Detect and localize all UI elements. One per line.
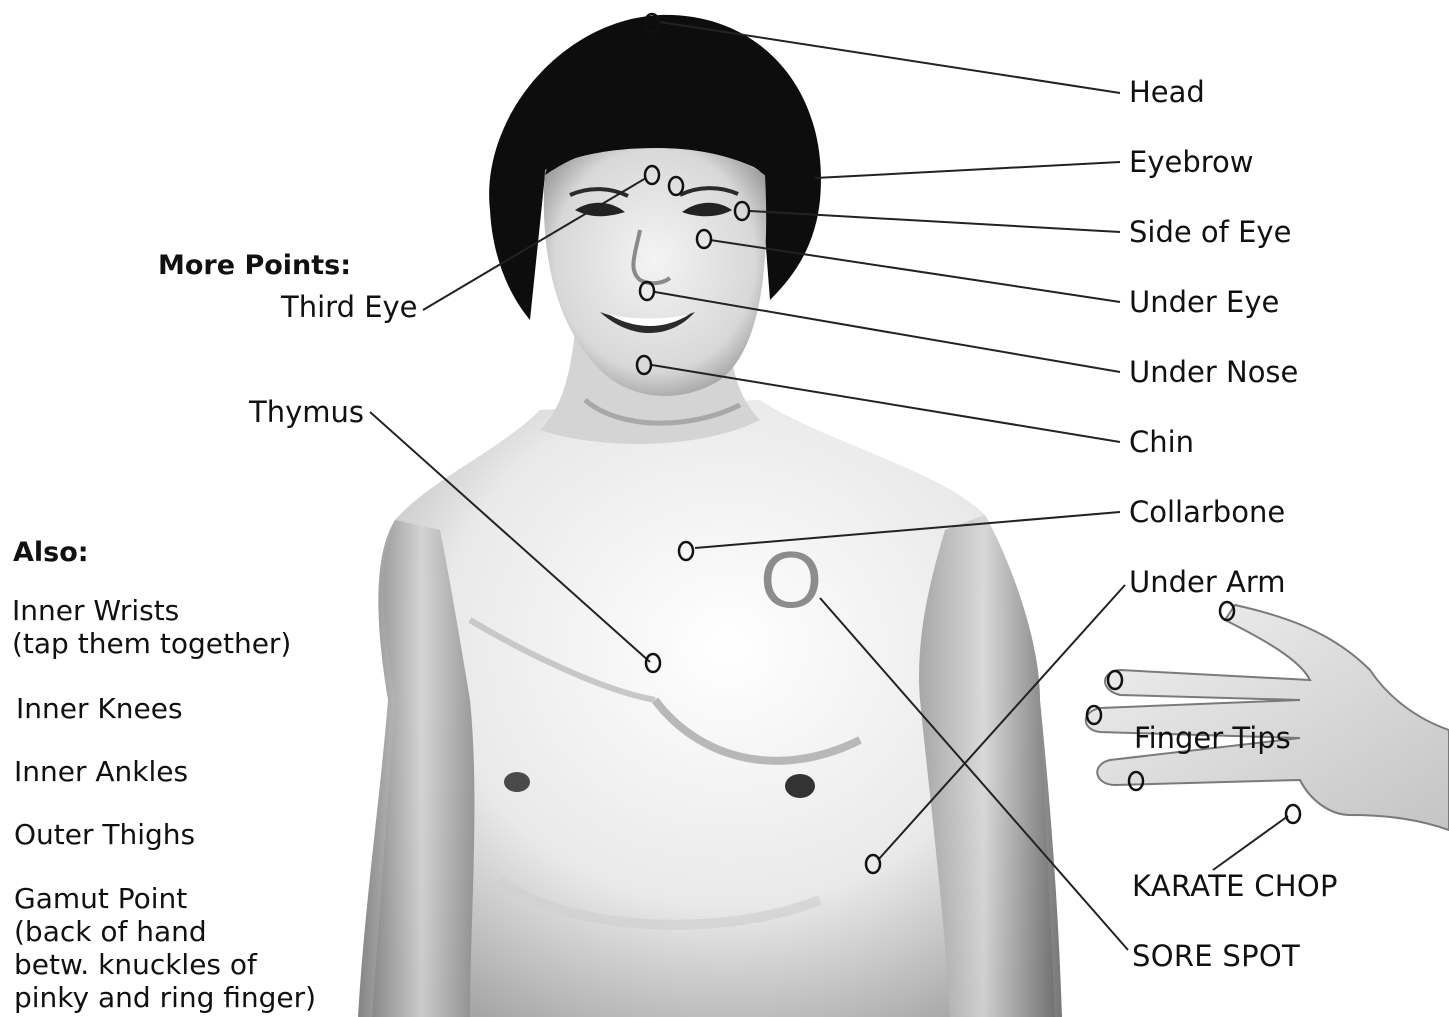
label-under-eye: Under Eye (1129, 288, 1279, 317)
label-eyebrow: Eyebrow (1129, 148, 1253, 177)
label-sore-spot: SORE SPOT (1132, 942, 1300, 971)
hand (1086, 605, 1449, 830)
label-third-eye: Third Eye (281, 293, 418, 322)
label-head: Head (1129, 78, 1205, 107)
label-side-of-eye: Side of Eye (1129, 218, 1291, 247)
label-under-arm: Under Arm (1129, 568, 1286, 597)
also-heading: Also: (13, 539, 89, 566)
label-thymus: Thymus (249, 398, 364, 427)
label-finger-tips: Finger Tips (1134, 724, 1291, 753)
right-nipple (785, 774, 815, 798)
also-item-inner-wrists: Inner Wrists (tap them together) (12, 594, 291, 660)
label-karate-chop: KARATE CHOP (1132, 872, 1338, 901)
also-item-gamut-point: Gamut Point (back of hand betw. knuckles… (14, 882, 316, 1014)
also-item-outer-thighs: Outer Thighs (14, 818, 195, 851)
sore-spot-marker-icon: O (760, 540, 822, 620)
label-under-nose: Under Nose (1129, 358, 1298, 387)
also-item-inner-knees: Inner Knees (16, 692, 183, 725)
label-chin: Chin (1129, 428, 1194, 457)
also-item-inner-ankles: Inner Ankles (14, 755, 188, 788)
label-collarbone: Collarbone (1129, 498, 1285, 527)
karate-chop-point-icon (1286, 805, 1300, 823)
more-points-heading: More Points: (158, 252, 351, 279)
left-nipple (504, 772, 530, 792)
